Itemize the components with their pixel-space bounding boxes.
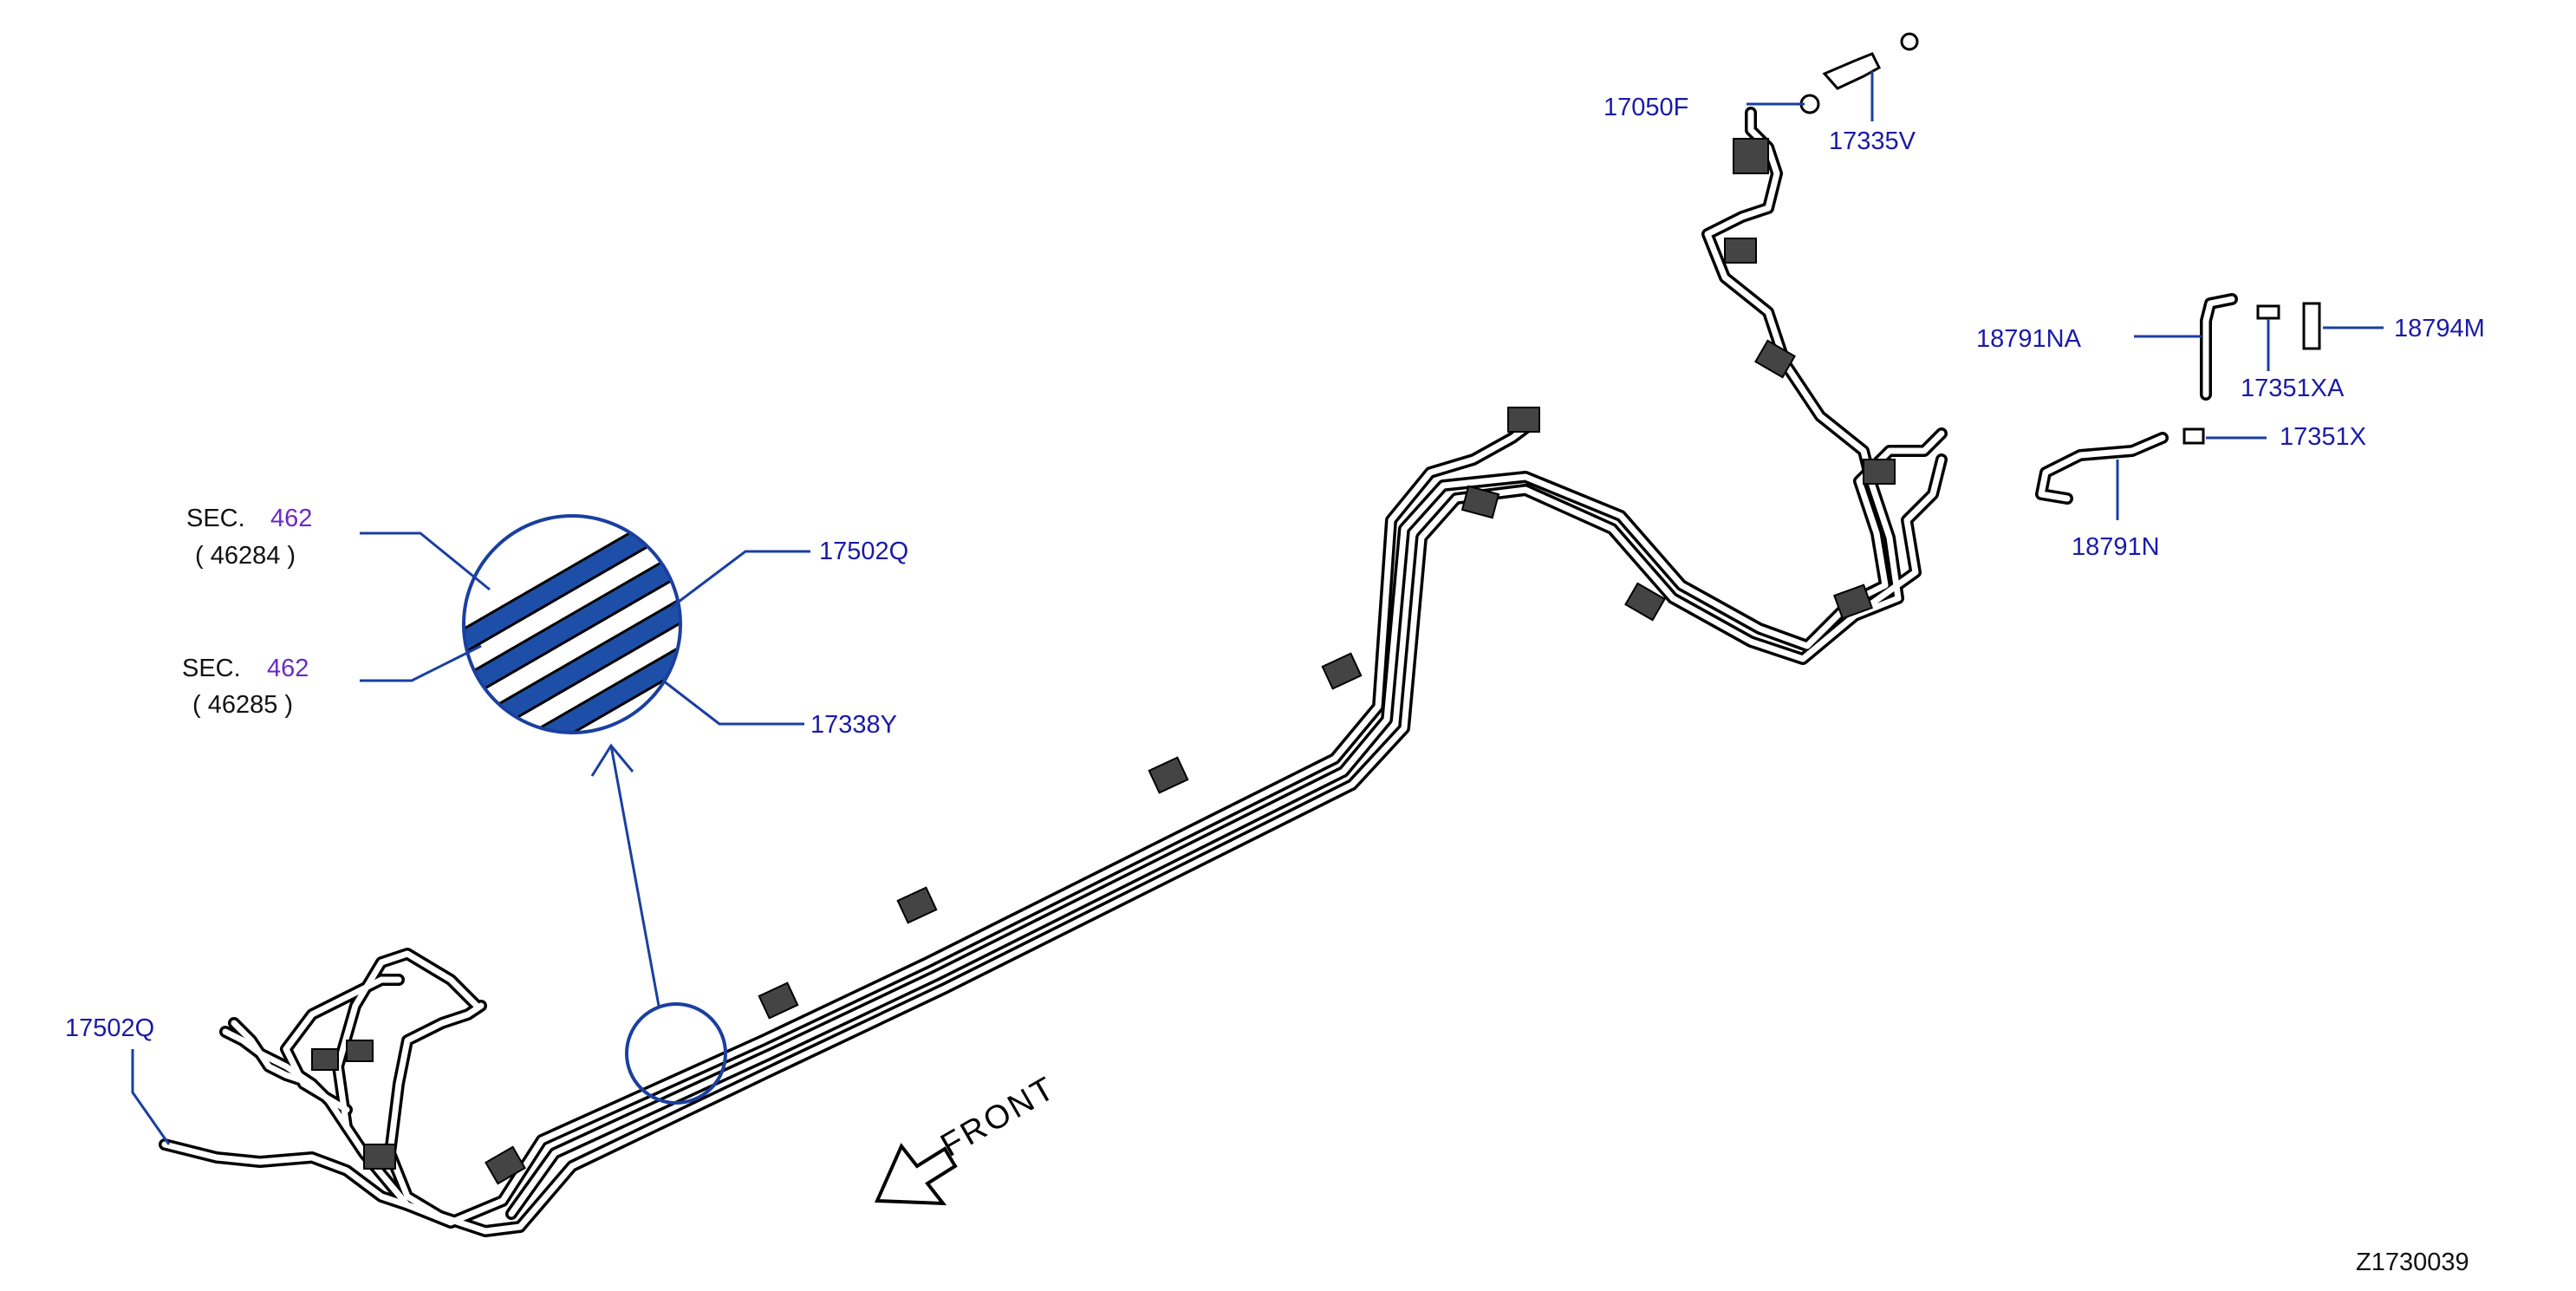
leader-lines (131, 71, 2384, 1145)
protector-18794m-icon (2302, 302, 2321, 350)
detail-arrow-head (590, 743, 634, 777)
clip-17351x-icon (2182, 427, 2205, 445)
figure-id: Z1730039 (2356, 1249, 2469, 1276)
front-label: FRONT (935, 1069, 1063, 1164)
detail-callout (462, 514, 727, 1105)
clip (1624, 582, 1666, 622)
clip (1754, 339, 1796, 379)
clip-17351xa-icon (2256, 304, 2280, 320)
label-17335v: 17335V (1829, 127, 1916, 155)
part-labels: SEC. 462 ( 46284 ) SEC. 462 ( 46285 ) 17… (65, 94, 2485, 1276)
label-18791na: 18791NA (1976, 325, 2082, 353)
label-17338y: 17338Y (810, 711, 897, 739)
sec-462-top-number: 462 (270, 505, 312, 532)
clip (311, 1048, 339, 1071)
clip (1733, 138, 1769, 174)
label-17502q-detail: 17502Q (819, 538, 908, 565)
front-direction: FRONT (874, 1069, 1063, 1206)
clip (1321, 652, 1363, 690)
detail-circle (462, 514, 682, 734)
clip (1460, 485, 1500, 519)
sec-462-bottom-number: 462 (267, 655, 309, 682)
front-arrow-icon (874, 1143, 958, 1206)
label-17502q-front: 17502Q (65, 1014, 154, 1042)
rear-hose-parts (1799, 32, 2321, 505)
clip (896, 886, 938, 924)
sec-462-top-sub: ( 46284 ) (195, 542, 296, 570)
detail-source-circle (625, 1002, 727, 1105)
detail-arrow (609, 745, 660, 1007)
label-17351xa: 17351XA (2241, 375, 2345, 402)
detail-stripe-4 (464, 615, 680, 733)
sec-462-bottom-sub: ( 46285 ) (192, 691, 293, 719)
clip (1724, 238, 1757, 264)
sec-462-bottom-label: SEC. (182, 655, 241, 682)
clip (1863, 459, 1896, 485)
hose-17335v-icon (1822, 52, 1881, 90)
label-18794m: 18794M (2394, 315, 2485, 342)
clip (1833, 584, 1873, 620)
clip (1148, 756, 1189, 794)
sec-462-top-label: SEC. (186, 505, 245, 532)
clip (485, 1145, 526, 1185)
label-17351x: 17351X (2280, 423, 2366, 451)
detail-stripe-2 (464, 519, 680, 733)
label-17050f: 17050F (1603, 94, 1688, 121)
clip (758, 981, 799, 1020)
clip (363, 1144, 396, 1170)
clip (346, 1040, 374, 1062)
clip (1507, 407, 1540, 433)
label-18791n: 18791N (2072, 533, 2160, 561)
pipe-clips (311, 138, 1896, 1185)
